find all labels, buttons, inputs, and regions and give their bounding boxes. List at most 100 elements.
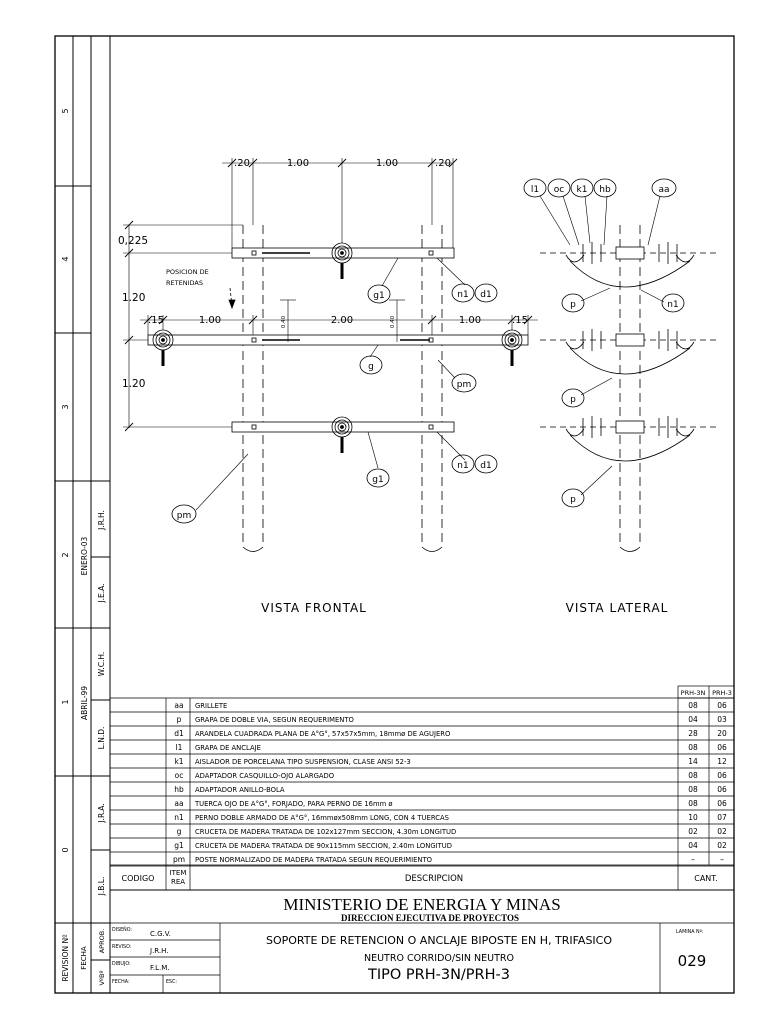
fecha-entry: ABRIL-99 [80,686,89,720]
parts-table-rows: aa GRILLETE 08 06 p GRAPA DE DOBLE VIA, SEGUN… [173,701,727,864]
callout-label: p [570,395,576,405]
callout-leaders [195,257,466,511]
dimension-lines [123,158,538,428]
qty-prh3n: 08 [688,743,698,752]
qty-prh3: – [720,855,724,864]
fecha-label: FECHA: [112,979,130,985]
lateral-pole-break [619,546,641,552]
dim-label: 0,225 [118,235,148,247]
insulator-mid-left [152,329,174,366]
revision-entries: ENERO-03 ABRIL-99 J.R.H. J.E.A. W.C.H. L… [61,510,106,985]
retenidas-note: RETENIDAS [166,279,203,287]
dim-label-small: 0.40 [390,315,396,328]
dim-label: .15 [148,315,164,326]
callout-label: p [570,495,576,505]
item-description: GRILLETE [195,702,227,710]
item-code: aa [174,701,183,710]
qty-prh3n: – [691,855,695,864]
dim-label: 2.00 [331,315,353,326]
middle-crossarm [147,334,529,346]
callout-label: pm [457,380,471,390]
assembly-top [540,242,720,288]
callout-circles [171,283,498,524]
item-description: GRAPA DE DOBLE VIA, SEGUN REQUERIMENTO [195,716,354,724]
lateral-labels: l1 oc k1 hb aa n1 p p p VISTA LATERAL [531,185,679,615]
zone-label: 0 [61,847,70,852]
direction-title: DIRECCION EJECUTIVA DE PROYECTOS [341,913,519,923]
fecha-label: FECHA [80,946,88,970]
qty-prh3n: 08 [688,701,698,710]
frontal-title: VISTA FRONTAL [261,601,367,615]
reviso-value: J.R.H. [149,947,169,955]
callout-label: g [368,362,374,372]
qty-prh3: 02 [717,841,727,850]
esc-label: ESC: [166,979,177,985]
aprob-entry: L.N.D. [97,727,106,750]
item-code: pm [173,855,185,864]
qty-prh3n: 08 [688,785,698,794]
bolt [251,337,257,343]
bolt [428,250,434,256]
item-description: TUERCA OJO DE A°G°, FORJADO, PARA PERNO … [194,800,393,808]
fecha-entry: ENERO-03 [80,536,89,575]
parts-table-cant-headers: PRH-3N PRH-3 [681,689,732,697]
aprob-entry: W.C.H. [97,652,106,676]
callout-label: aa [658,185,669,195]
lamina-number: 029 [678,952,707,970]
lateral-pole [619,225,641,547]
item-code: n1 [174,813,184,822]
item-description: CRUCETA DE MADERA TRATADA DE 102x127mm S… [195,828,456,836]
callout-label: k1 [577,185,588,195]
left-pole-break [242,546,264,552]
bolt [428,337,434,343]
bolt [251,424,257,430]
callout-label: g1 [373,291,384,301]
vb-label: VºBº [98,970,106,985]
qty-prh3: 06 [717,785,727,794]
ministry-title: MINISTERIO DE ENERGIA Y MINAS [283,895,560,914]
callout-label: l1 [531,185,539,195]
assembly-bottom [540,416,720,462]
dim-label: .15 [512,315,528,326]
aprob-entry: J.B.L. [97,877,106,897]
zone-numbers: 5 4 3 2 1 0 [61,108,70,852]
item-description: GRAPA DE ANCLAJE [195,744,261,752]
item-code: g [177,827,182,836]
aprob-entry: J.E.A. [97,583,106,603]
qty-prh3: 12 [717,757,727,766]
sheet-title-3: TIPO PRH-3N/PRH-3 [367,967,510,983]
qty-prh3n: 10 [688,813,698,822]
qty-prh3: 03 [717,715,727,724]
item-code: hb [174,785,184,794]
dibujo-label: DIBUJO: [112,961,131,967]
qty-prh3n: 08 [688,771,698,780]
bolt [428,424,434,430]
zone-label: 2 [61,552,70,557]
item-code: p [177,715,182,724]
insulator-bottom [331,416,353,453]
item-code: oc [175,771,184,780]
callout-label: p [570,300,576,310]
item-description: PERNO DOBLE ARMADO DE A°G°, 16mmøx508mm … [195,814,449,822]
qty-prh3n: 02 [688,827,698,836]
item-code: g1 [174,841,184,850]
bolt [251,250,257,256]
qty-prh3: 02 [717,827,727,836]
aprob-entry: J.R.A. [97,803,106,823]
qty-prh3n: 08 [688,799,698,808]
header-item: ITEM [170,869,187,877]
item-description: ARANDELA CUADRADA PLANA DE A°G°, 57x57x5… [195,730,450,738]
item-description: ADAPTADOR CASQUILLO-OJO ALARGADO [195,772,334,780]
parts-table-rowlines [110,711,734,867]
item-description: ADAPTADOR ANILLO-BOLA [195,786,285,794]
item-code: l1 [176,743,183,752]
parts-table-header: CODIGO ITEM REA DESCRIPCION CANT. [110,864,734,891]
qty-prh3: 06 [717,743,727,752]
dim-label: 1.20 [122,292,145,304]
right-pole-break [421,546,443,552]
dim-label: .20 [435,158,451,169]
callout-label: g1 [372,475,383,485]
dim-label: 1.00 [199,315,221,326]
callout-label: d1 [480,290,491,300]
callout-label: pm [177,511,191,521]
